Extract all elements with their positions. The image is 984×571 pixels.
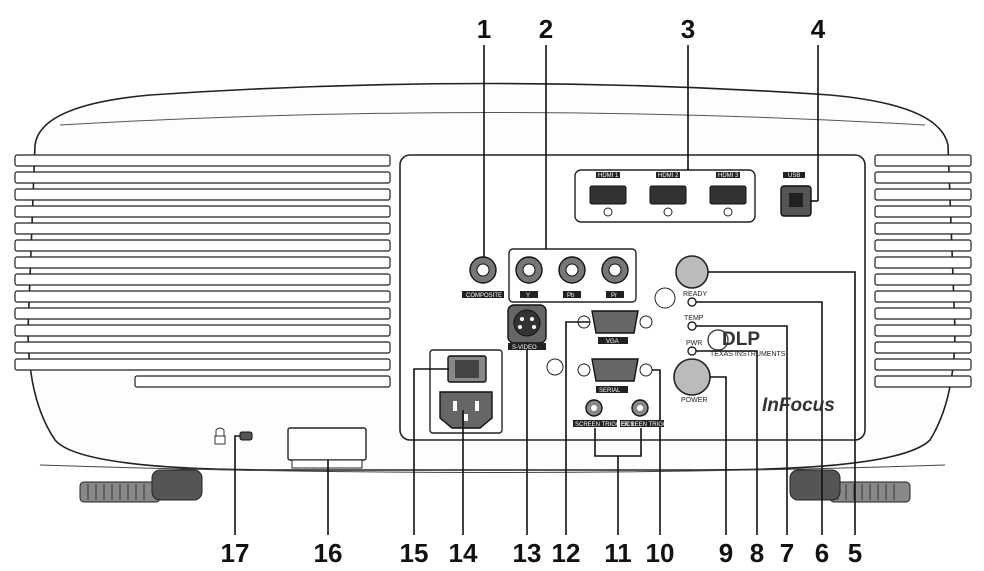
left-foot bbox=[79, 469, 203, 503]
svg-text:TEXAS INSTRUMENTS: TEXAS INSTRUMENTS bbox=[710, 351, 786, 358]
pwr-led bbox=[687, 346, 697, 356]
svg-text:S-VIDEO: S-VIDEO bbox=[512, 345, 537, 351]
ac-power-inlet[interactable] bbox=[439, 391, 493, 429]
svideo-port[interactable] bbox=[507, 304, 547, 350]
svg-text:Y: Y bbox=[526, 293, 530, 299]
callout-16: 16 bbox=[314, 538, 343, 568]
callout-11: 11 bbox=[604, 538, 632, 568]
kensington-lock[interactable] bbox=[214, 427, 253, 445]
callout-2: 2 bbox=[539, 14, 553, 44]
callout-7: 7 bbox=[780, 538, 794, 568]
screen-trigger-2[interactable] bbox=[620, 399, 664, 427]
callout-numbers: 1 2 3 4 5 6 7 8 9 10 11 12 13 14 15 16 1… bbox=[221, 14, 863, 568]
ir-receiver-left bbox=[546, 358, 564, 376]
dlp-logo: DLP TEXAS INSTRUMENTS bbox=[707, 329, 786, 358]
svg-text:VGA: VGA bbox=[606, 339, 619, 345]
svg-text:READY: READY bbox=[683, 291, 707, 298]
svg-text:DLP: DLP bbox=[722, 329, 760, 350]
svg-text:POWER: POWER bbox=[681, 397, 707, 404]
screen-trigger-1[interactable] bbox=[573, 399, 617, 427]
callout-17: 17 bbox=[221, 538, 250, 568]
svg-text:Pb: Pb bbox=[567, 293, 575, 299]
hdmi-group bbox=[574, 169, 756, 223]
svg-text:Pr: Pr bbox=[611, 293, 617, 299]
callout-6: 6 bbox=[815, 538, 829, 568]
hdmi3-port[interactable] bbox=[709, 185, 747, 205]
svg-text:HDMI 1: HDMI 1 bbox=[598, 173, 619, 179]
component-group bbox=[508, 248, 637, 303]
right-foot bbox=[789, 469, 911, 503]
vga-port[interactable] bbox=[577, 310, 653, 344]
svg-text:HDMI 2: HDMI 2 bbox=[658, 173, 679, 179]
callout-5: 5 bbox=[848, 538, 862, 568]
svg-text:HDMI 3: HDMI 3 bbox=[718, 173, 739, 179]
right-vent-grille bbox=[874, 154, 972, 388]
ready-led bbox=[687, 297, 697, 307]
callout-9: 9 bbox=[719, 538, 733, 568]
leader-lines bbox=[234, 45, 856, 535]
callout-13: 13 bbox=[513, 538, 542, 568]
callout-10: 10 bbox=[646, 538, 675, 568]
ir-receiver-right bbox=[654, 287, 676, 309]
serial-port[interactable] bbox=[577, 358, 653, 393]
svg-text:USB: USB bbox=[788, 173, 800, 179]
port-labels: COMPOSITE Y Pb Pr HDMI 1 HDMI 2 HDMI 3 U… bbox=[466, 173, 800, 428]
left-vent-grille bbox=[14, 154, 391, 388]
panel-labels: READY TEMP PWR POWER bbox=[681, 291, 707, 404]
svg-text:TEMP: TEMP bbox=[684, 315, 704, 322]
svg-text:PWR: PWR bbox=[686, 340, 702, 347]
callout-1: 1 bbox=[477, 14, 491, 44]
power-module bbox=[429, 349, 503, 434]
callout-12: 12 bbox=[552, 538, 581, 568]
callout-3: 3 bbox=[681, 14, 695, 44]
svg-text:COMPOSITE: COMPOSITE bbox=[466, 293, 502, 299]
callout-4: 4 bbox=[811, 14, 826, 44]
hdmi1-port[interactable] bbox=[589, 185, 627, 205]
svg-text:SCREEN TRIGGER 1: SCREEN TRIGGER 1 bbox=[575, 422, 635, 428]
brand-logo: InFocus bbox=[762, 395, 835, 416]
composite-port[interactable] bbox=[462, 256, 504, 298]
callout-15: 15 bbox=[400, 538, 429, 568]
usb-group bbox=[780, 172, 812, 217]
ready-button[interactable] bbox=[675, 255, 709, 289]
power-button[interactable] bbox=[673, 358, 711, 396]
temp-led bbox=[687, 321, 697, 331]
svg-text:SERIAL: SERIAL bbox=[599, 388, 621, 394]
bottom-slot bbox=[287, 427, 367, 469]
callout-14: 14 bbox=[449, 538, 478, 568]
callout-8: 8 bbox=[750, 538, 764, 568]
hdmi2-port[interactable] bbox=[649, 185, 687, 205]
svg-text:SCREEN TRIGGER 2: SCREEN TRIGGER 2 bbox=[622, 422, 682, 428]
